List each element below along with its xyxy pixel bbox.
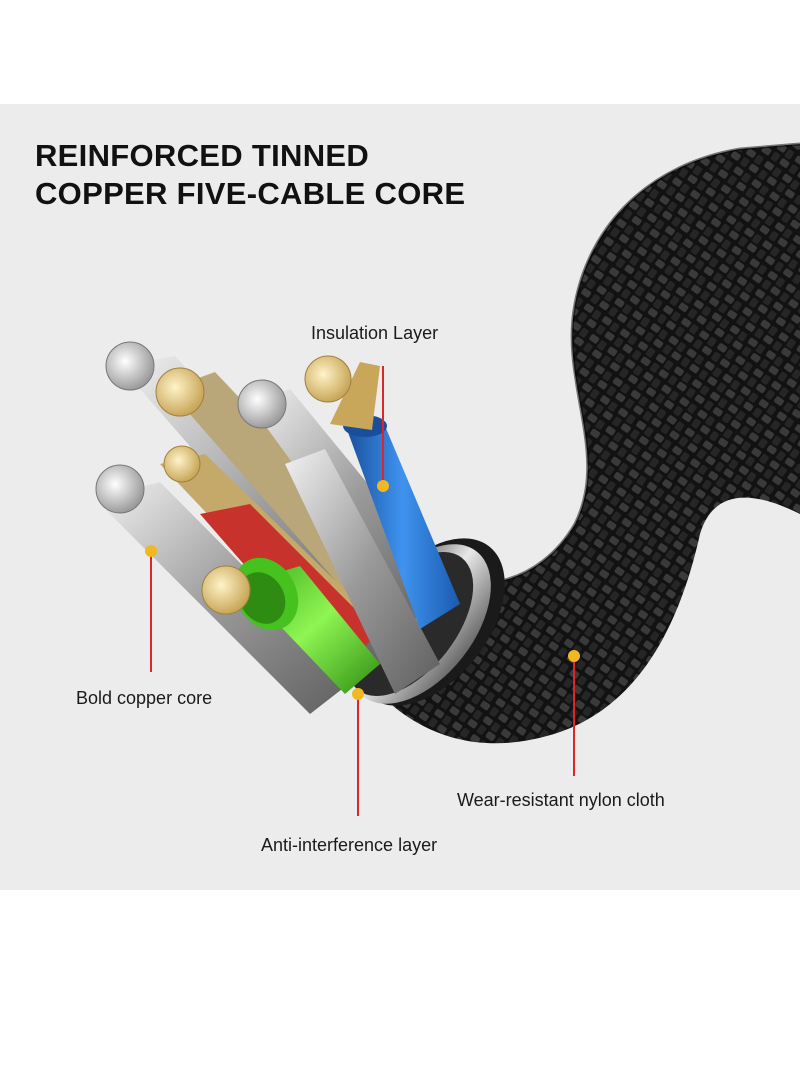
cable-illustration [95,142,800,816]
blue-insulated-wire [330,362,460,629]
product-panel: REINFORCED TINNED COPPER FIVE-CABLE CORE… [0,104,800,890]
callout-copper [145,545,157,672]
nylon-cloth-label: Wear-resistant nylon cloth [457,790,665,810]
callout-nylon [568,650,580,776]
strand-ends [95,341,352,615]
callout-insulation [377,366,389,492]
callout-anti-interference [352,688,364,816]
headline-line-2: COPPER FIVE-CABLE CORE [35,176,466,211]
insulation-layer-label: Insulation Layer [311,323,439,343]
green-insulated-wire [233,557,380,694]
anti-interference-label: Anti-interference layer [261,835,438,855]
headline-line-1: REINFORCED TINNED [35,138,370,173]
copper-core-label: Bold copper core [76,688,213,708]
